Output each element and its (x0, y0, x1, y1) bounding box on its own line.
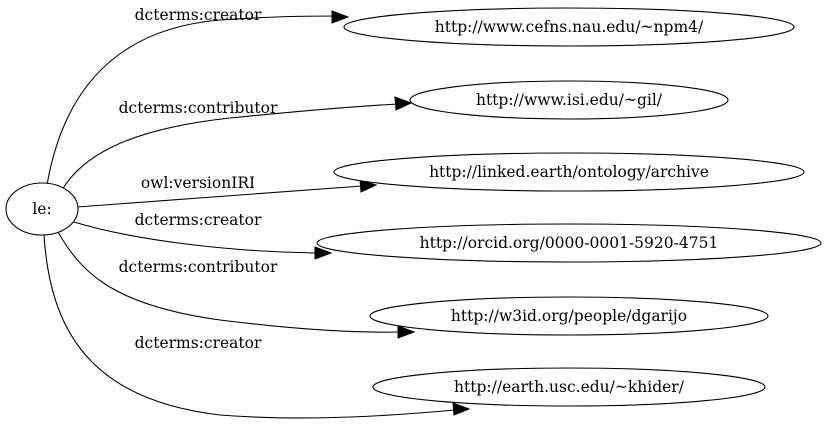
node-ellipse (409, 80, 729, 120)
node-label: http://www.isi.edu/~gil/ (476, 91, 663, 109)
node-label: http://www.cefns.nau.edu/~npm4/ (435, 18, 704, 36)
node-ellipse (316, 223, 822, 263)
node-khider[interactable]: http://earth.usc.edu/~khider/ (372, 367, 766, 407)
node-archive[interactable]: http://linked.earth/ontology/archive (333, 152, 805, 192)
edge-line (46, 15, 341, 186)
edge-creator-khider: dcterms:creator (43, 234, 471, 419)
arrow-head (397, 325, 416, 339)
edge-label: dcterms:creator (135, 6, 262, 24)
node-ellipse (5, 182, 79, 236)
arrow-head (394, 96, 413, 111)
node-label: le: (32, 200, 51, 218)
arrow-head (359, 179, 378, 193)
node-label: http://linked.earth/ontology/archive (429, 163, 709, 181)
arrow-head (331, 10, 350, 24)
edge-versioniri-archive: owl:versionIRI (76, 174, 378, 208)
edge-line (57, 231, 401, 333)
node-label: http://orcid.org/0000-0001-5920-4751 (420, 234, 719, 252)
edge-label: dcterms:creator (135, 334, 262, 352)
edge-contributor-dgarijo: dcterms:contributor (57, 231, 416, 339)
edge-line (43, 234, 456, 419)
node-label: http://w3id.org/people/dgarijo (451, 307, 687, 325)
edge-line (61, 103, 399, 191)
node-npm4[interactable]: http://www.cefns.nau.edu/~npm4/ (343, 7, 795, 47)
edge-label: dcterms:creator (135, 211, 262, 229)
arrow-head (314, 246, 333, 260)
node-dgarijo[interactable]: http://w3id.org/people/dgarijo (369, 296, 769, 336)
node-gil[interactable]: http://www.isi.edu/~gil/ (409, 80, 729, 120)
node-ellipse (333, 152, 805, 192)
edge-contributor-gil: dcterms:contributor (61, 96, 413, 191)
arrow-head (452, 402, 471, 416)
node-ellipse (372, 367, 766, 407)
edge-creator-npm4: dcterms:creator (46, 6, 350, 186)
node-ellipse (343, 7, 795, 47)
edge-line (76, 185, 363, 208)
edge-label: dcterms:contributor (119, 258, 278, 276)
edge-label: dcterms:contributor (119, 99, 278, 117)
edge-creator-orcid: dcterms:creator (73, 211, 333, 260)
node-label: http://earth.usc.edu/~khider/ (454, 378, 685, 396)
edge-line (73, 221, 317, 254)
node-orcid[interactable]: http://orcid.org/0000-0001-5920-4751 (316, 223, 822, 263)
node-le[interactable]: le: (5, 182, 79, 236)
edge-label: owl:versionIRI (141, 174, 255, 192)
node-ellipse (369, 296, 769, 336)
